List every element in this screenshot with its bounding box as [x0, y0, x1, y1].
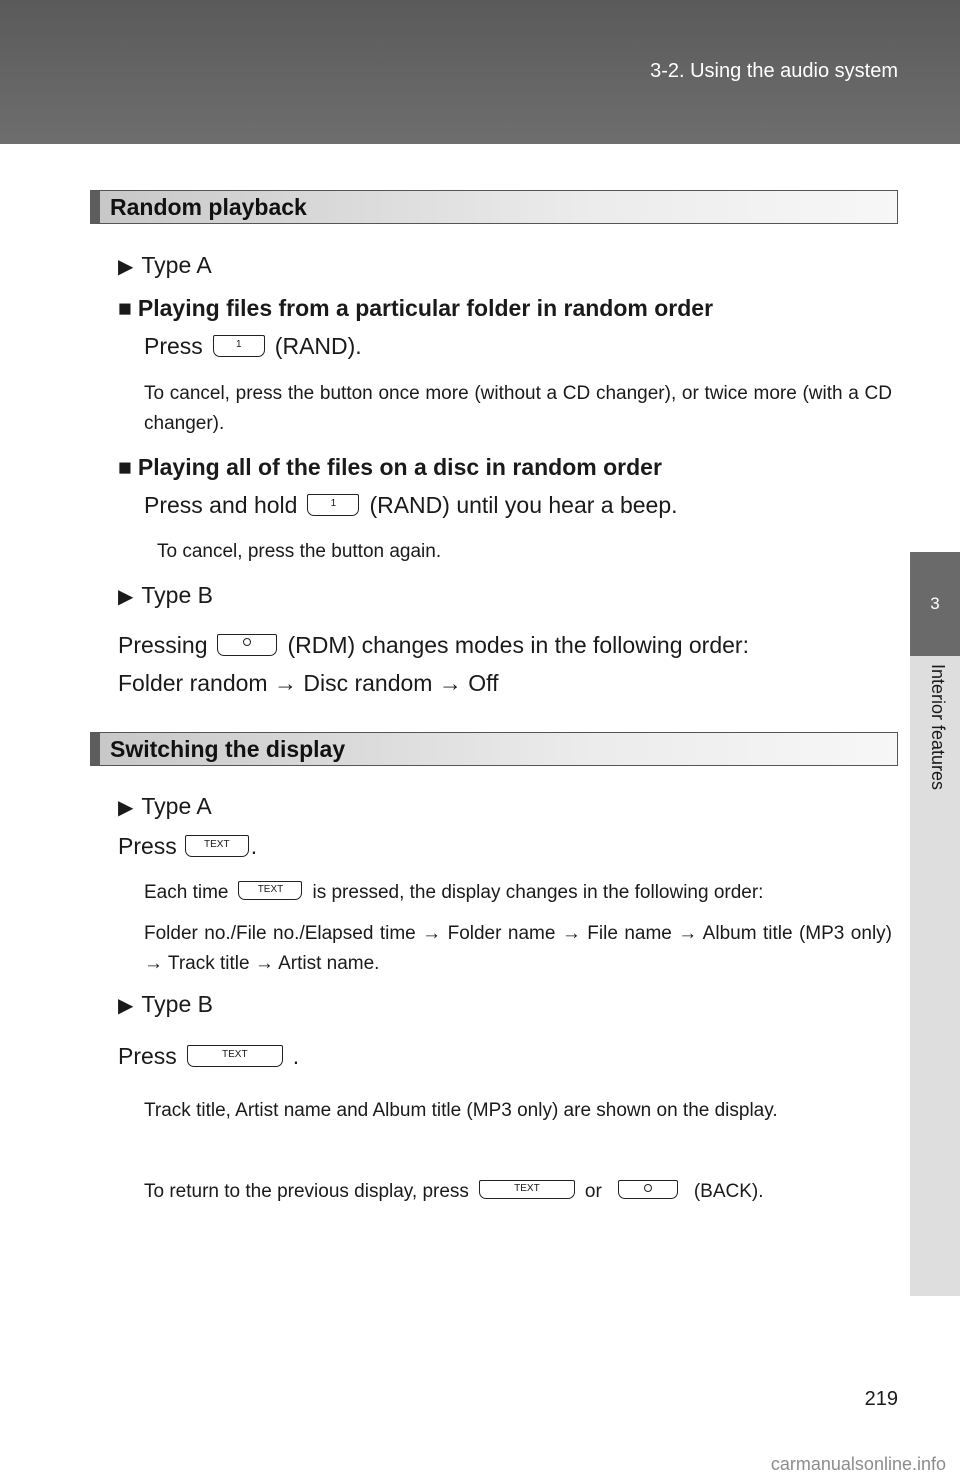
each-time-line: Each time TEXT is pressed, the display cha… [144, 878, 763, 908]
square-icon: ■ [118, 454, 132, 480]
page-header: 3-2. Using the audio system [0, 0, 960, 144]
or-text: or [584, 1181, 602, 1202]
text-button-icon: TEXT [238, 881, 303, 901]
chapter-tab: 3 [910, 552, 960, 656]
cancel-all-note: To cancel, press the button again. [157, 541, 442, 562]
rand-hold-text: (RAND) until you hear a beep. [369, 492, 678, 518]
square-icon: ■ [118, 295, 132, 321]
rand-text: (RAND). [274, 333, 362, 359]
section-title-display: Switching the display [110, 736, 346, 762]
back-text: (BACK). [693, 1181, 764, 1202]
display-type-b-label: Type B [141, 991, 213, 1017]
triangle-right-icon: ▶ [118, 586, 134, 608]
each-time-text: Each time [144, 882, 229, 903]
display-type-b-line: ▶ Type B [118, 989, 213, 1021]
text-button-icon: TEXT [184, 834, 249, 857]
triangle-right-icon: ▶ [118, 995, 134, 1017]
press-hold-line: Press and hold 1 (RAND) until you hear a b… [144, 490, 678, 520]
display-order-note: Folder no./File no./Elapsed time → Folde… [144, 923, 892, 974]
rdm-text: (RDM) changes modes in the following ord… [287, 632, 749, 658]
text-button-wide-icon: TEXT [186, 1044, 283, 1067]
rdm-button-icon [217, 633, 278, 656]
pressing-line: Pressing (RDM) changes modes in the follo… [118, 630, 749, 660]
section-title-random: Random playback [110, 194, 307, 220]
chapter-label: Interior features [928, 664, 948, 791]
press-rand-line: Press 1 (RAND). [144, 331, 362, 361]
type-a-label: Type A [141, 252, 212, 278]
period: . [250, 833, 258, 859]
press-text: Press [118, 833, 177, 859]
press-text-line: Press TEXT. [118, 831, 257, 861]
display-type-a-line: ▶ Type A [118, 791, 212, 823]
press-b-line: Press TEXT. [118, 1041, 299, 1071]
type-a-line: ▶ Type A [118, 250, 212, 282]
section-bar-random: Random playback [90, 190, 898, 224]
all-heading: Playing all of the files on a disc in ra… [137, 454, 662, 480]
random-order: Folder random → Disc random → Off [118, 670, 499, 696]
press-hold-text: Press and hold [144, 492, 298, 518]
chapter-strip [910, 656, 960, 1296]
display-type-a-label: Type A [141, 793, 212, 819]
period: . [292, 1043, 300, 1069]
back-button-icon [617, 1180, 678, 1200]
header-title: 3-2. Using the audio system [650, 60, 898, 82]
press-b-text: Press [118, 1043, 177, 1069]
triangle-right-icon: ▶ [118, 256, 134, 278]
folder-heading: Playing files from a particular folder i… [137, 295, 714, 321]
button-1-icon: 1 [212, 334, 265, 357]
cancel-folder-note: To cancel, press the button once more (w… [144, 383, 892, 434]
chapter-number: 3 [930, 594, 940, 613]
all-heading-line: ■Playing all of the files on a disc in r… [118, 452, 662, 482]
type-b-label: Type B [141, 582, 213, 608]
button-1-icon: 1 [307, 493, 360, 516]
press-text: Press [144, 333, 203, 359]
folder-heading-line: ■Playing files from a particular folder … [118, 293, 713, 323]
return-text: To return to the previous display, press [144, 1181, 469, 1202]
return-line: To return to the previous display, press… [144, 1177, 764, 1207]
watermark: carmanualsonline.info [770, 1454, 946, 1474]
type-b-line: ▶ Type B [118, 580, 213, 612]
track-info-note: Track title, Artist name and Album title… [144, 1100, 778, 1121]
pressing-text: Pressing [118, 632, 208, 658]
page-number: 219 [864, 1388, 898, 1410]
triangle-right-icon: ▶ [118, 797, 134, 819]
text-button-wide-icon: TEXT [478, 1180, 575, 1200]
section-bar-display: Switching the display [90, 732, 898, 766]
each-time-rest: is pressed, the display changes in the f… [312, 882, 764, 903]
